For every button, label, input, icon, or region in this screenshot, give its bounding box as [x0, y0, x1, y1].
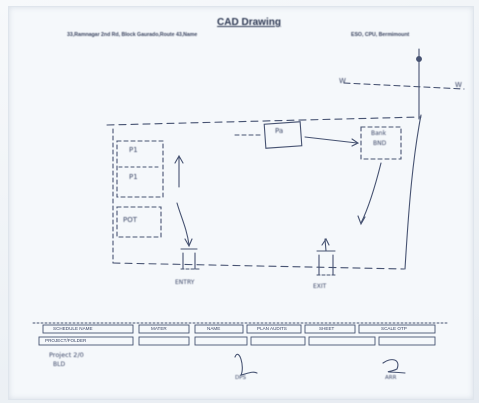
- signature-right: [382, 359, 406, 374]
- exit-label: EXIT: [313, 283, 327, 290]
- p-label-bottom: P1: [129, 173, 138, 181]
- entry-gate: [180, 248, 198, 270]
- bank-box-outline: [360, 126, 402, 160]
- title-block-cell: NAME: [207, 326, 221, 331]
- signature-middle-label: DPS: [235, 375, 247, 381]
- drawing-title: CAD Drawing: [217, 17, 281, 28]
- top-boundary-line: [106, 116, 422, 126]
- bottom-boundary-line: [112, 262, 405, 270]
- title-block-cell: SCALE OTP: [381, 326, 407, 331]
- project-sub-label: BLD: [53, 361, 66, 368]
- w-line: [343, 82, 465, 90]
- sketch-lines: [32, 48, 465, 376]
- drawing-address: 33,Ramnagar 2nd Rd, Block Gaurado,Route …: [67, 32, 198, 38]
- title-block-cell: SHEET: [319, 326, 335, 331]
- title-block-cell: MATER: [151, 326, 167, 331]
- title-block-cell: PLAN AUDITS: [257, 326, 287, 331]
- pa-box-outline: [263, 121, 303, 149]
- pot-label: POT: [123, 216, 138, 224]
- project-label: Project 2/0: [49, 351, 84, 359]
- w-label-right: W: [455, 81, 462, 89]
- w-label-left: W: [339, 77, 346, 85]
- bank-label: Bank: [371, 130, 387, 137]
- bank-sub-label: BND: [373, 140, 387, 147]
- north-marker-dot: [416, 56, 422, 62]
- drawing-sheet: CAD Drawing 33,Ramnagar 2nd Rd, Block Ga…: [8, 6, 474, 400]
- title-block-cell: SCHEDULE NAME: [53, 326, 93, 331]
- p-box-outline: [116, 140, 164, 198]
- title-block-grid: [32, 322, 450, 346]
- exit-gate: [316, 250, 336, 276]
- bank-down-arrow: [360, 162, 382, 224]
- pot-box-outline: [116, 206, 162, 238]
- title-block-cell: PROJECT/FOLDER: [45, 338, 87, 343]
- drawing-address-right: ESO, CPU, Bermimount: [351, 32, 410, 38]
- pa-to-bank-arrow: [304, 136, 358, 144]
- entry-curve-arrow: [176, 202, 190, 246]
- p-label-top: P1: [129, 146, 138, 154]
- entry-label: ENTRY: [175, 279, 195, 286]
- signature-middle: [234, 353, 258, 376]
- pa-label: Pa: [275, 127, 284, 135]
- signature-right-label: ARR: [385, 375, 397, 381]
- right-wall-line: [404, 114, 422, 270]
